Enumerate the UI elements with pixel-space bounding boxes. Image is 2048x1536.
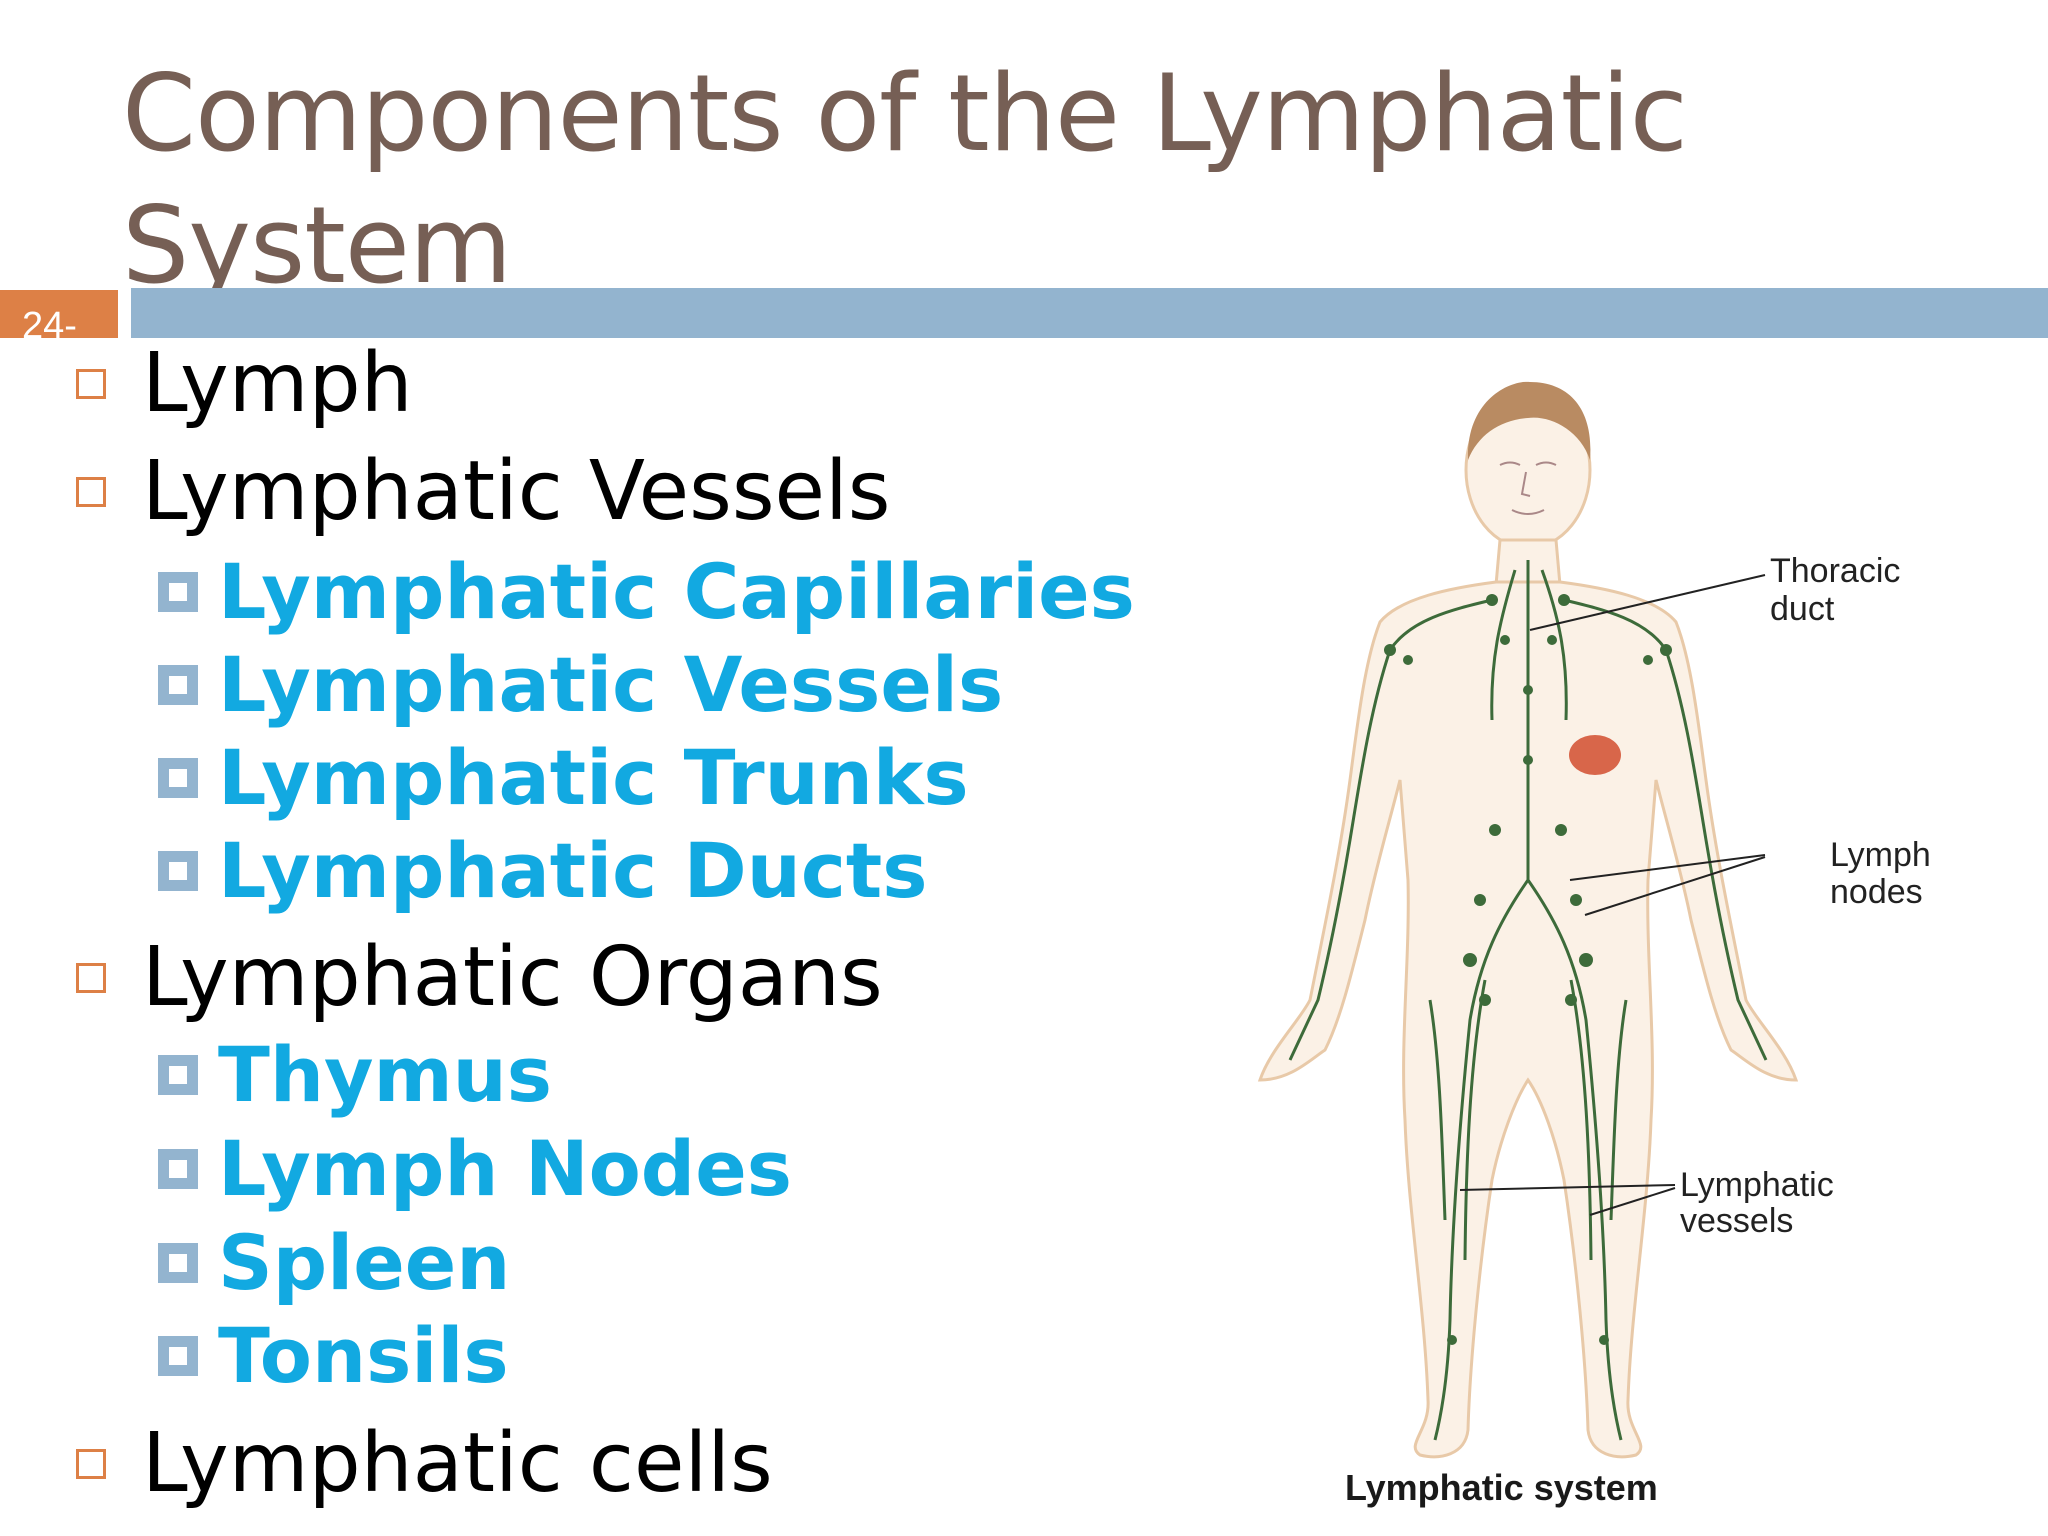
sub-bullet-text: Lymph Nodes [218,1124,792,1213]
square-sub-bullet-icon [158,1242,198,1283]
sub-bullet-text: Lymphatic Ducts [218,826,928,915]
title-accent-bar [131,288,2048,338]
sub-bullet-item: Lymph Nodes [158,1124,792,1213]
label-lymph-nodes-line1: Lymph [1830,836,1931,874]
lymphatic-vessels-network [1288,560,1768,1441]
sub-bullet-text: Lymphatic Vessels [218,640,1004,729]
sub-bullet-item: Lymphatic Capillaries [158,547,1135,636]
sub-bullet-item: Lymphatic Ducts [158,826,928,915]
face [1499,461,1557,515]
label-thoracic-duct-line1: Thoracic [1770,552,1900,590]
label-lymphatic-vessels-line1: Lymphatic [1680,1166,1834,1204]
square-sub-bullet-icon [158,1335,198,1376]
square-sub-bullet-icon [158,850,198,891]
sub-bullet-text: Lymphatic Capillaries [218,547,1135,636]
label-thoracic-duct-line2: duct [1770,590,1835,628]
hair [1467,381,1591,460]
sub-bullet-item: Tonsils [158,1311,509,1400]
bullet-text: Lymphatic Vessels [142,444,891,539]
sub-bullet-item: Thymus [158,1030,552,1119]
sub-bullet-item: Lymphatic Trunks [158,733,969,822]
square-bullet-icon [76,476,106,507]
bullet-item: Lymph [76,336,413,431]
sub-bullet-text: Lymphatic Trunks [218,733,969,822]
label-lymphatic-vessels-line2: vessels [1680,1202,1793,1240]
square-bullet-icon [76,1448,106,1479]
square-bullet-icon [76,962,106,993]
lymphatic-system-figure: Thoracic duct Lymph nodes Lymphatic vess… [1257,381,1931,1508]
label-lymph-nodes-line2: nodes [1830,873,1923,911]
sub-bullet-item: Spleen [158,1218,510,1307]
square-sub-bullet-icon [158,664,198,705]
slide-title: Components of the Lymphatic System [122,52,1688,307]
square-sub-bullet-icon [158,1054,198,1095]
body-outline [1257,390,1799,1459]
figure-caption: Lymphatic system [1345,1467,1658,1508]
sub-bullet-text: Tonsils [218,1311,509,1400]
slide-number-badge: 24- [0,290,118,338]
bullet-text: Lymphatic cells [142,1416,773,1511]
square-sub-bullet-icon [158,1148,198,1189]
lymph-nodes [1384,594,1672,1345]
sub-bullet-item: Lymphatic Vessels [158,640,1003,729]
spleen-shape [1569,735,1621,775]
bullet-item: Lymphatic Organs [76,930,883,1025]
slide-number: 24- [22,305,77,338]
sub-bullet-text: Thymus [218,1030,553,1119]
sub-bullet-text: Spleen [218,1218,511,1307]
label-leader-lines [1459,574,1766,1216]
bullet-text: Lymphatic Organs [142,930,883,1025]
square-sub-bullet-icon [158,757,198,798]
square-bullet-icon [76,368,106,399]
bullet-item: Lymphatic cells [76,1416,773,1511]
square-sub-bullet-icon [158,571,198,612]
bullet-item: Lymphatic Vessels [76,444,891,539]
bullet-text: Lymph [142,336,413,431]
